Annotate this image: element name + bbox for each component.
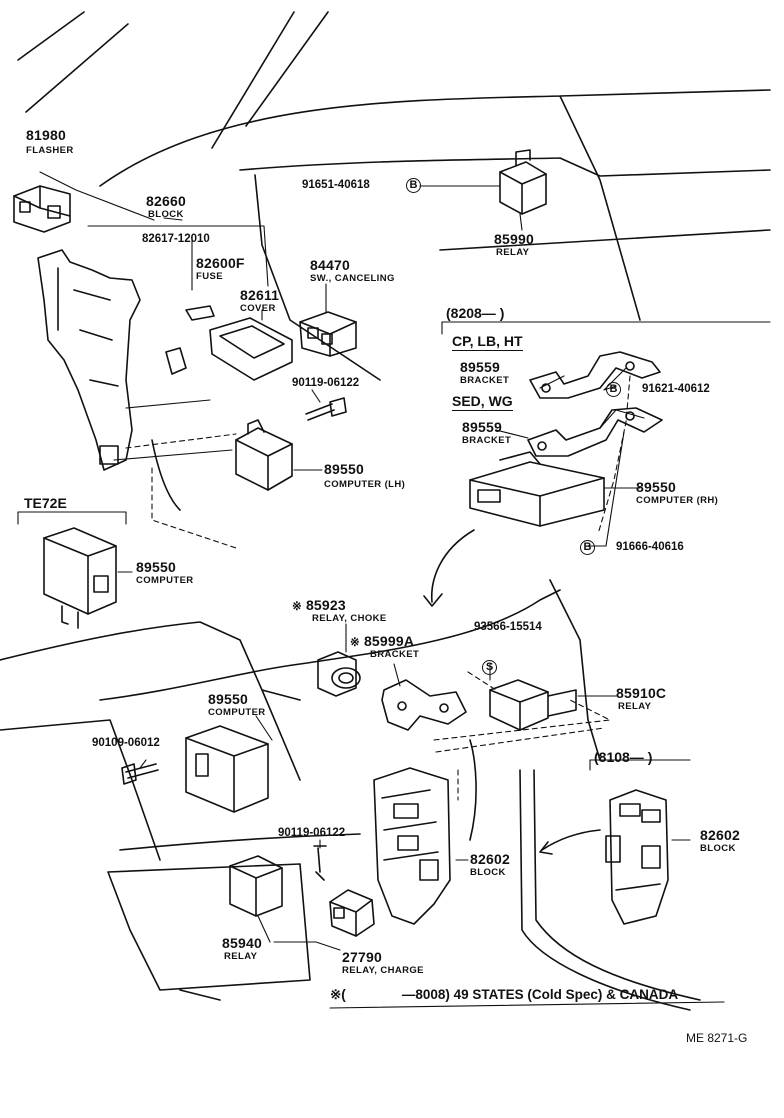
- arrow-icons: [423, 529, 601, 855]
- part-number: 82600F: [196, 255, 245, 271]
- label-93566: 93566-15514: [474, 621, 542, 633]
- part-name: RELAY, CHOKE: [312, 613, 387, 624]
- part-number: 27790: [342, 949, 382, 965]
- footnote-text: —8008) 49 STATES (Cold Spec) & CANADA: [401, 987, 679, 1002]
- part-number: 82602: [470, 851, 510, 867]
- part-number: 89550: [208, 691, 248, 707]
- illustration-code: ME 8271-G: [686, 1031, 748, 1045]
- b-mark-icon: B: [406, 178, 421, 193]
- bolt-part: [305, 397, 347, 421]
- computer-lh-part: [235, 419, 293, 491]
- part-number: 81980: [26, 127, 66, 143]
- part-number: 89550: [324, 461, 364, 477]
- leader-lines: [17, 171, 771, 1009]
- part-number: 85910C: [616, 685, 667, 701]
- header-8208: (8208— ): [446, 305, 505, 321]
- label-91666: 91666-40616: [616, 541, 684, 553]
- ref-mark-icon: ※: [350, 637, 360, 649]
- part-name: SW., CANCELING: [310, 273, 395, 284]
- relay-85940-part: [229, 855, 283, 917]
- part-number: 85990: [494, 231, 534, 247]
- part-name: RELAY: [224, 951, 258, 962]
- relay-85910c-part: [489, 679, 577, 731]
- part-number: 89559: [460, 359, 500, 375]
- b-mark-icon: B: [606, 382, 621, 397]
- label-91651: 91651-40618: [302, 179, 370, 191]
- relay-85990-part: [499, 149, 547, 215]
- label-91621: 91621-40612: [642, 383, 710, 395]
- part-number: 84470: [310, 257, 350, 273]
- dashed-lines: [125, 185, 631, 801]
- part-name: RELAY: [496, 247, 530, 258]
- lower-dashboard-outline: [0, 579, 701, 1011]
- bolt-90119-lower-part: [313, 845, 327, 881]
- part-name: FLASHER: [26, 145, 74, 156]
- part-name: BRACKET: [460, 375, 510, 386]
- charge-relay-part: [329, 889, 375, 937]
- choke-relay-part: [317, 651, 361, 697]
- part-number: 85923: [305, 597, 346, 613]
- part-name: COMPUTER: [136, 575, 194, 586]
- bracket-sed-part: [527, 407, 663, 457]
- footnote: ※( —8008) 49 STATES (Cold Spec) & CANADA: [330, 988, 678, 1002]
- upper-dashboard-outline: [17, 11, 771, 511]
- fuse-part: [165, 305, 215, 375]
- computer-center-part: [185, 725, 269, 813]
- part-number: 82660: [146, 193, 186, 209]
- block-center-part: [373, 767, 451, 925]
- flasher-part: [13, 185, 71, 233]
- cover-part: [209, 317, 293, 381]
- header-8108: (8108— ): [594, 749, 653, 765]
- part-name: COMPUTER (LH): [324, 479, 406, 490]
- block-bracket-part: [37, 249, 141, 471]
- part-name: BLOCK: [148, 209, 184, 220]
- part-name: COMPUTER (RH): [636, 495, 719, 506]
- part-number: 89559: [462, 419, 502, 435]
- footnote-prefix: ※(: [330, 987, 346, 1002]
- label-90119-upper: 90119-06122: [292, 377, 360, 389]
- label-90109: 90109-06012: [92, 737, 160, 749]
- s-mark-icon: S: [482, 660, 497, 675]
- part-name: BRACKET: [462, 435, 512, 446]
- canceling-switch-part: [299, 311, 357, 357]
- part-number: 85999A: [363, 633, 415, 649]
- part-name: RELAY: [618, 701, 652, 712]
- part-name: COVER: [240, 303, 276, 314]
- part-name: BLOCK: [470, 867, 506, 878]
- bolt-90109-part: [121, 763, 159, 785]
- part-name: BLOCK: [700, 843, 736, 854]
- part-number: 85940: [222, 935, 262, 951]
- part-name: COMPUTER: [208, 707, 266, 718]
- label-90119-lower: 90119-06122: [278, 827, 346, 839]
- choke-bracket-part: [381, 679, 467, 731]
- header-cp-lb-ht: CP, LB, HT: [452, 333, 523, 351]
- part-number: 89550: [136, 559, 176, 575]
- bracket-cp-part: [529, 351, 661, 399]
- header-sed-wg: SED, WG: [452, 393, 513, 411]
- part-name: FUSE: [196, 271, 223, 282]
- header-te72e: TE72E: [24, 495, 67, 511]
- part-number: 89550: [636, 479, 676, 495]
- part-name: RELAY, CHARGE: [342, 965, 424, 976]
- ref-mark-icon: ※: [292, 601, 302, 613]
- part-number: 82611: [240, 287, 280, 303]
- part-number: 82602: [700, 827, 740, 843]
- b-mark-icon: B: [580, 540, 595, 555]
- computer-te72e-part: [43, 527, 117, 629]
- part-name: BRACKET: [370, 649, 420, 660]
- block-right-part: [605, 789, 669, 925]
- label-82617: 82617-12010: [142, 233, 210, 245]
- computer-rh-part: [469, 451, 605, 527]
